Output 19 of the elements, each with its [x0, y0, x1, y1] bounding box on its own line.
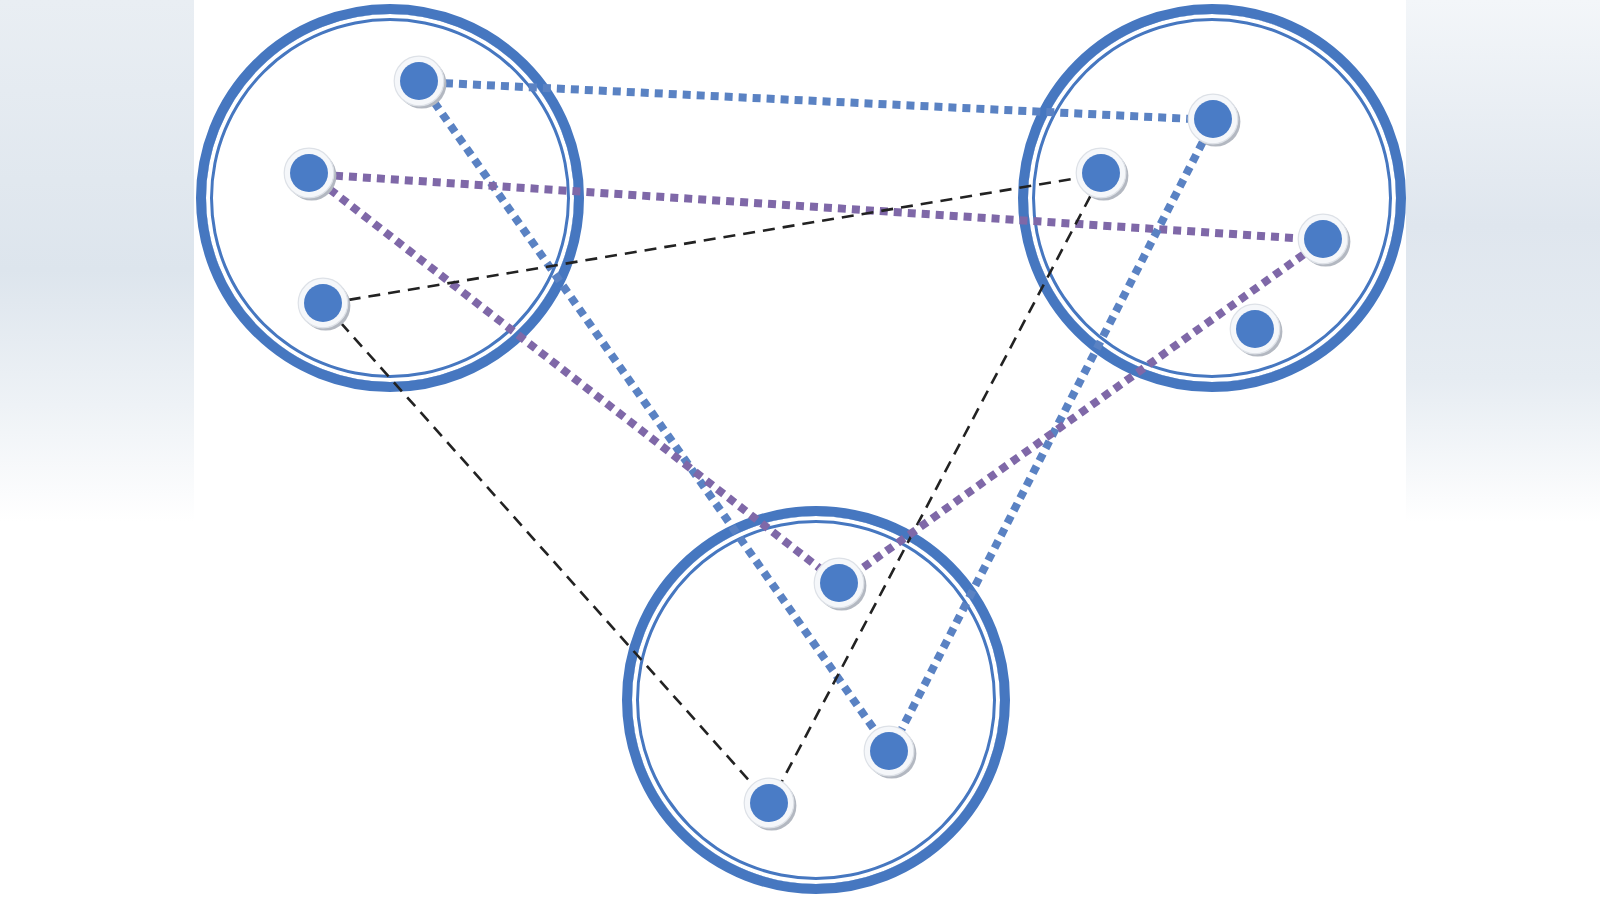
- node-dot: [1186, 92, 1242, 148]
- dotted-connector: [858, 251, 1306, 573]
- group-circle: [622, 506, 1010, 894]
- node-dot: [282, 146, 338, 202]
- dashed-connector: [780, 195, 1092, 783]
- group-circle: [196, 4, 584, 392]
- node-dot: [296, 276, 352, 332]
- dotted-connector: [327, 186, 823, 572]
- node-dot: [862, 724, 918, 780]
- dotted-connector: [897, 140, 1207, 732]
- node-dot: [1296, 212, 1352, 268]
- node-dot: [812, 556, 868, 612]
- node-dot: [1074, 146, 1130, 202]
- node-dot: [742, 776, 798, 832]
- group-circle: [1018, 4, 1406, 392]
- dotted-connector: [444, 79, 1190, 123]
- node-dot: [392, 54, 448, 110]
- node-dot: [1228, 302, 1284, 358]
- dotted-connector: [431, 100, 879, 734]
